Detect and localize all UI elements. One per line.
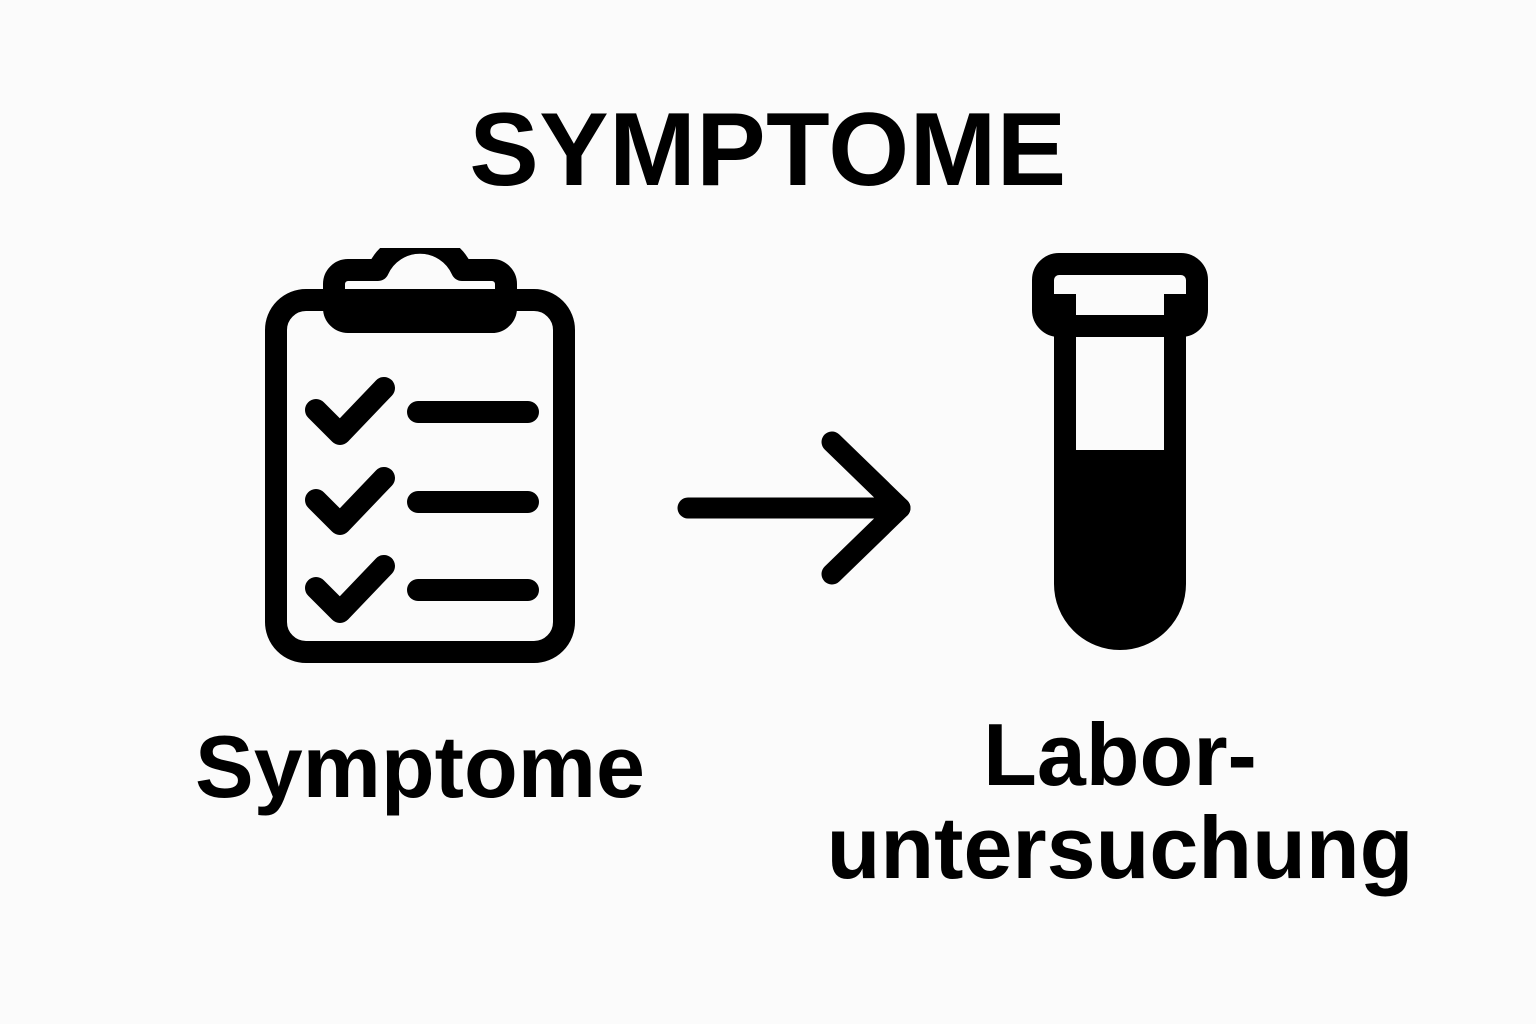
arrow-right-icon xyxy=(672,428,922,588)
test-tube-icon xyxy=(800,248,1440,668)
test-tube-cap xyxy=(1032,253,1208,337)
stage-label-laboruntersuchung: Labor- untersuchung xyxy=(826,705,1414,898)
clipboard-checklist-icon xyxy=(150,248,690,668)
test-tube-liquid xyxy=(1070,450,1170,634)
page-title: SYMPTOME xyxy=(469,92,1067,208)
stage-label-symptome: Symptome xyxy=(195,717,645,816)
stage-laboruntersuchung: Labor- untersuchung xyxy=(800,248,1440,895)
clipboard-item-lines xyxy=(407,401,539,601)
clipboard-check-marks xyxy=(305,377,395,623)
stage-symptome: Symptome xyxy=(150,248,690,813)
